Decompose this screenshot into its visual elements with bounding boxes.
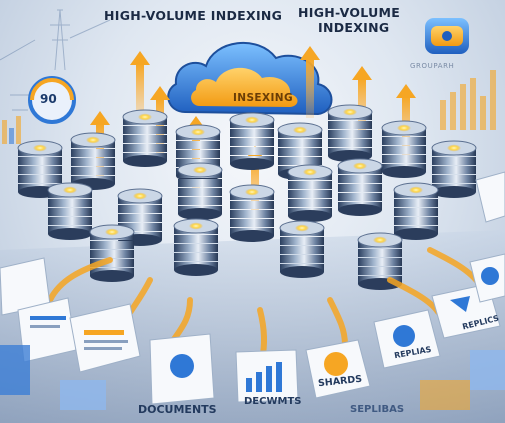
documents-label: DOCUMENTS — [138, 403, 217, 416]
gauge-icon — [28, 76, 76, 124]
document-card — [0, 171, 505, 405]
header-title-right-line2: INDEXING — [318, 20, 390, 35]
header-title-right-line1: HIGH-VOLUME — [298, 5, 401, 20]
gauge-value: 90 — [40, 92, 57, 106]
brand-logo-icon — [425, 18, 469, 54]
cloud-label: INSEXING — [232, 92, 294, 104]
documents-alt-label: DECWMTS — [244, 396, 302, 407]
header-title-left: HIGH-VOLUME INDEXING — [104, 8, 283, 23]
replicas-bottom-label: SEPLIBAS — [350, 404, 405, 415]
brand-text: GROUPARH — [410, 62, 455, 70]
indexing-cloud-icon — [167, 41, 333, 116]
